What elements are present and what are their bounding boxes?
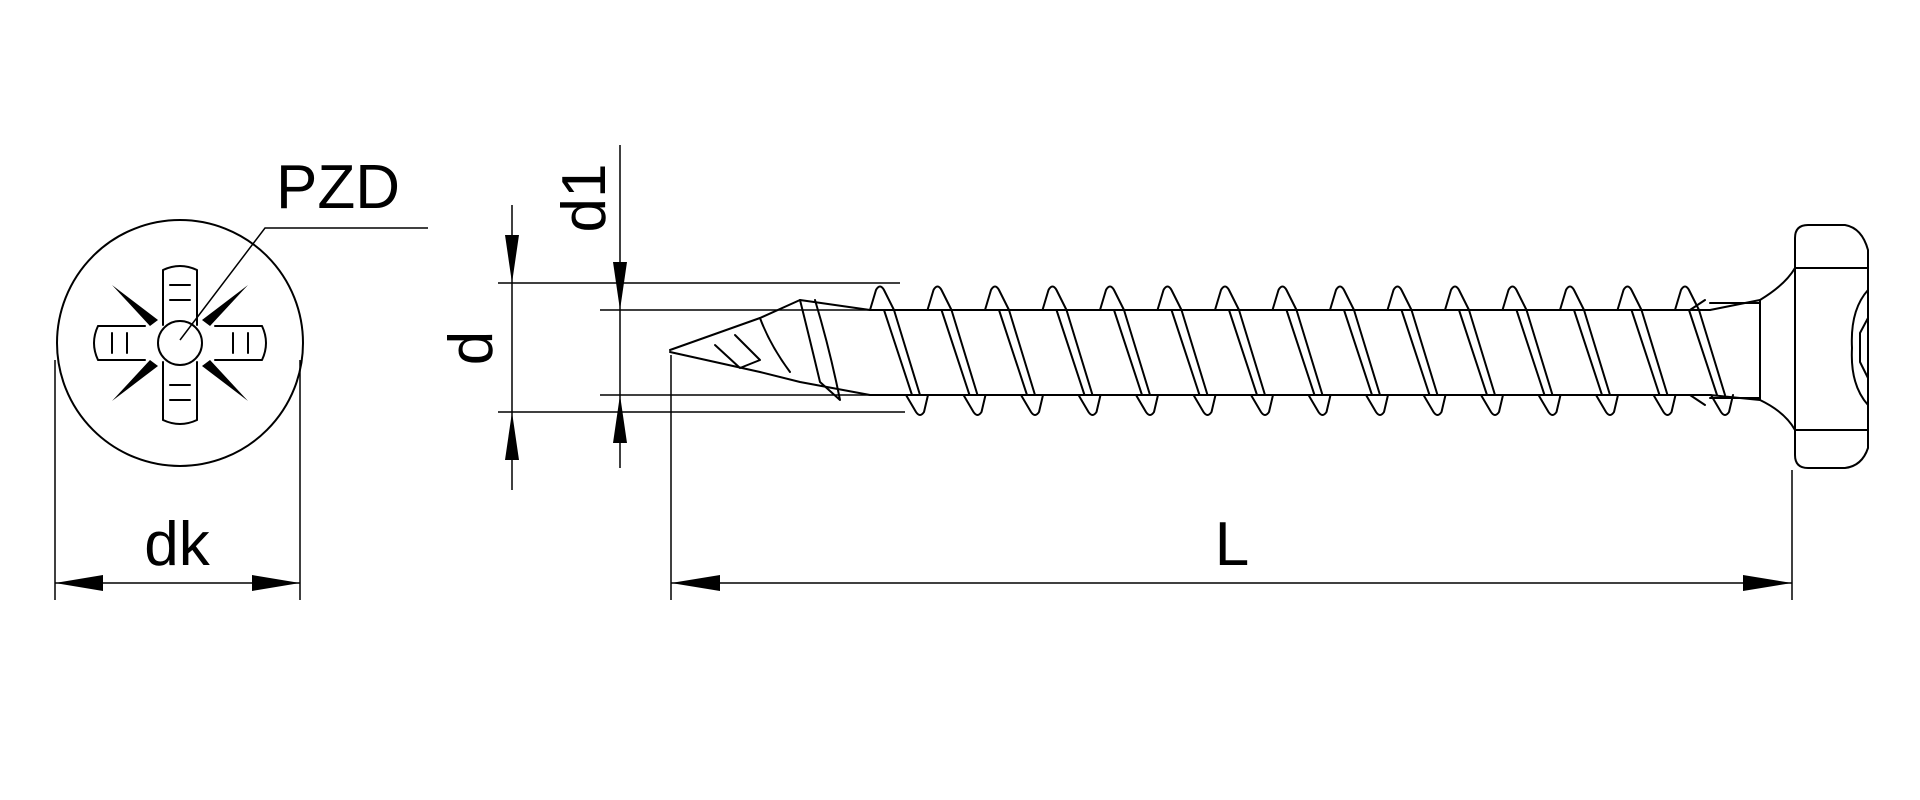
thread-crest xyxy=(926,285,987,416)
head-diameter-dimension xyxy=(54,360,301,600)
thread-crest xyxy=(984,285,1044,416)
thread-crest xyxy=(1041,285,1102,416)
thread-crest xyxy=(1329,285,1389,416)
thread-crest xyxy=(1559,285,1619,416)
length-label: L xyxy=(1215,510,1249,579)
head-diameter-label: dk xyxy=(144,510,210,579)
thread-crest xyxy=(1386,285,1447,416)
core-diameter-dimension xyxy=(600,145,870,468)
thread-crest xyxy=(1271,285,1332,416)
thread-crest xyxy=(1674,285,1734,416)
thread-crest xyxy=(1156,285,1217,416)
screw-head-top-view xyxy=(56,219,428,467)
thread-diameter-dimension xyxy=(498,205,905,490)
thread-crest xyxy=(1616,285,1677,416)
pozidriv-recess-icon xyxy=(93,265,267,425)
thread-crest xyxy=(1444,285,1504,416)
thread-crest xyxy=(1501,285,1562,416)
core-diameter-label: d1 xyxy=(550,164,619,233)
thread-diameter-label: d xyxy=(437,331,506,365)
thread-crest xyxy=(1214,285,1274,416)
length-dimension xyxy=(670,355,1793,600)
thread-crest xyxy=(1099,285,1159,416)
thread-crests xyxy=(869,285,1734,416)
thread-crest xyxy=(869,285,929,416)
drive-type-label: PZD xyxy=(276,153,400,222)
screw-side-view xyxy=(669,224,1869,469)
